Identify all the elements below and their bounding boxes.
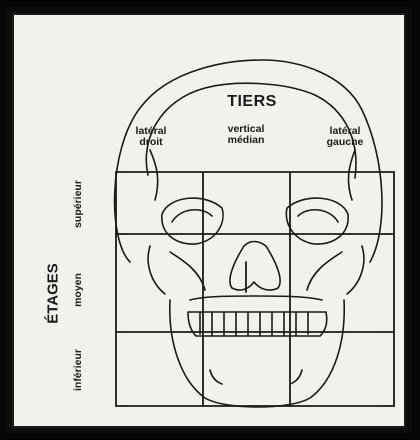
row-label-superieur: supérieur — [72, 164, 84, 244]
nasal-cavity — [230, 242, 280, 291]
column-label-lateral-right: latéral droit — [116, 126, 186, 148]
right-orbit — [286, 198, 348, 244]
etages-side-label: ÉTAGES — [45, 254, 62, 334]
column-label-line: médian — [206, 135, 286, 146]
column-label-lateral-left: latéral gauche — [310, 126, 380, 148]
row-label-inferieur: inférieur — [72, 330, 84, 410]
column-label-line: droit — [116, 137, 186, 148]
left-orbit — [162, 198, 223, 244]
mandible — [170, 300, 344, 407]
tiers-heading: TIERS — [212, 94, 292, 111]
column-label-vertical-median: vertical médian — [206, 124, 286, 146]
column-label-line: gauche — [310, 137, 380, 148]
row-label-moyen: moyen — [72, 250, 84, 330]
